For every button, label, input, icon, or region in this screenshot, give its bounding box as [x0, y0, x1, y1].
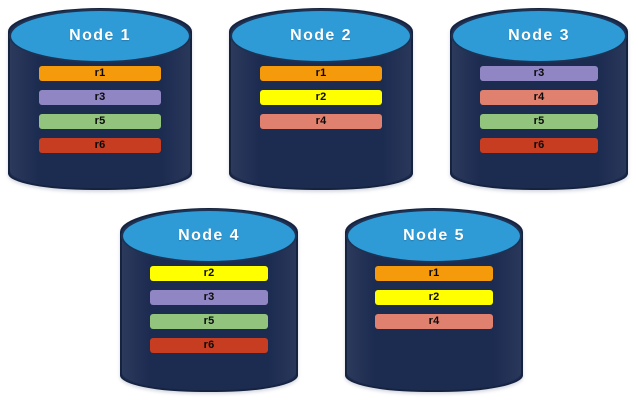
replica-label: r3: [94, 91, 106, 103]
database-node-3[interactable]: Node 3 r3 r4 r5 r6: [450, 8, 628, 190]
replica-bar-r6[interactable]: r6: [39, 138, 161, 153]
replica-label: r4: [315, 115, 327, 127]
replica-label: r1: [315, 67, 327, 79]
replica-bar-r5[interactable]: r5: [150, 314, 268, 329]
replica-bar-r1[interactable]: r1: [260, 66, 382, 81]
replica-label: r2: [315, 91, 327, 103]
cylinder-top-ellipse: Node 3: [451, 9, 627, 63]
replica-label: r5: [533, 115, 545, 127]
replica-bar-r6[interactable]: r6: [480, 138, 598, 153]
replica-label: r2: [428, 291, 440, 303]
node-label: Node 5: [403, 227, 465, 244]
database-node-2[interactable]: Node 2 r1 r2 r4: [229, 8, 413, 190]
database-node-4[interactable]: Node 4 r2 r3 r5 r6: [120, 208, 298, 392]
replica-bar-r4[interactable]: r4: [260, 114, 382, 129]
cylinder-top-ellipse: Node 5: [346, 209, 522, 263]
replica-label: r5: [203, 315, 215, 327]
replica-label: r3: [533, 67, 545, 79]
replica-label: r2: [203, 267, 215, 279]
database-node-1[interactable]: Node 1 r1 r3 r5 r6: [8, 8, 192, 190]
replica-label: r1: [94, 67, 106, 79]
node-label: Node 3: [508, 27, 570, 44]
replica-bar-r3[interactable]: r3: [150, 290, 268, 305]
replica-label: r6: [94, 139, 106, 151]
replica-bar-r5[interactable]: r5: [39, 114, 161, 129]
replica-label: r1: [428, 267, 440, 279]
replica-list: r2 r3 r5 r6: [120, 266, 298, 353]
replica-bar-r2[interactable]: r2: [375, 290, 493, 305]
replica-bar-r5[interactable]: r5: [480, 114, 598, 129]
replica-list: r1 r2 r4: [229, 66, 413, 129]
node-label: Node 4: [178, 227, 240, 244]
replica-label: r5: [94, 115, 106, 127]
replica-bar-r2[interactable]: r2: [260, 90, 382, 105]
replica-bar-r6[interactable]: r6: [150, 338, 268, 353]
replica-label: r6: [533, 139, 545, 151]
replica-bar-r1[interactable]: r1: [375, 266, 493, 281]
replica-label: r4: [428, 315, 440, 327]
replica-bar-r3[interactable]: r3: [480, 66, 598, 81]
replica-bar-r3[interactable]: r3: [39, 90, 161, 105]
replica-bar-r4[interactable]: r4: [375, 314, 493, 329]
cylinder-top-ellipse: Node 4: [121, 209, 297, 263]
node-label: Node 1: [69, 27, 131, 44]
replica-bar-r2[interactable]: r2: [150, 266, 268, 281]
replica-list: r1 r2 r4: [345, 266, 523, 329]
database-node-5[interactable]: Node 5 r1 r2 r4: [345, 208, 523, 392]
cylinder-top-ellipse: Node 2: [230, 9, 412, 63]
cylinder-top-ellipse: Node 1: [9, 9, 191, 63]
replica-bar-r1[interactable]: r1: [39, 66, 161, 81]
replica-list: r3 r4 r5 r6: [450, 66, 628, 153]
replica-list: r1 r3 r5 r6: [8, 66, 192, 153]
replica-bar-r4[interactable]: r4: [480, 90, 598, 105]
replica-label: r3: [203, 291, 215, 303]
replica-label: r6: [203, 339, 215, 351]
node-label: Node 2: [290, 27, 352, 44]
replica-label: r4: [533, 91, 545, 103]
